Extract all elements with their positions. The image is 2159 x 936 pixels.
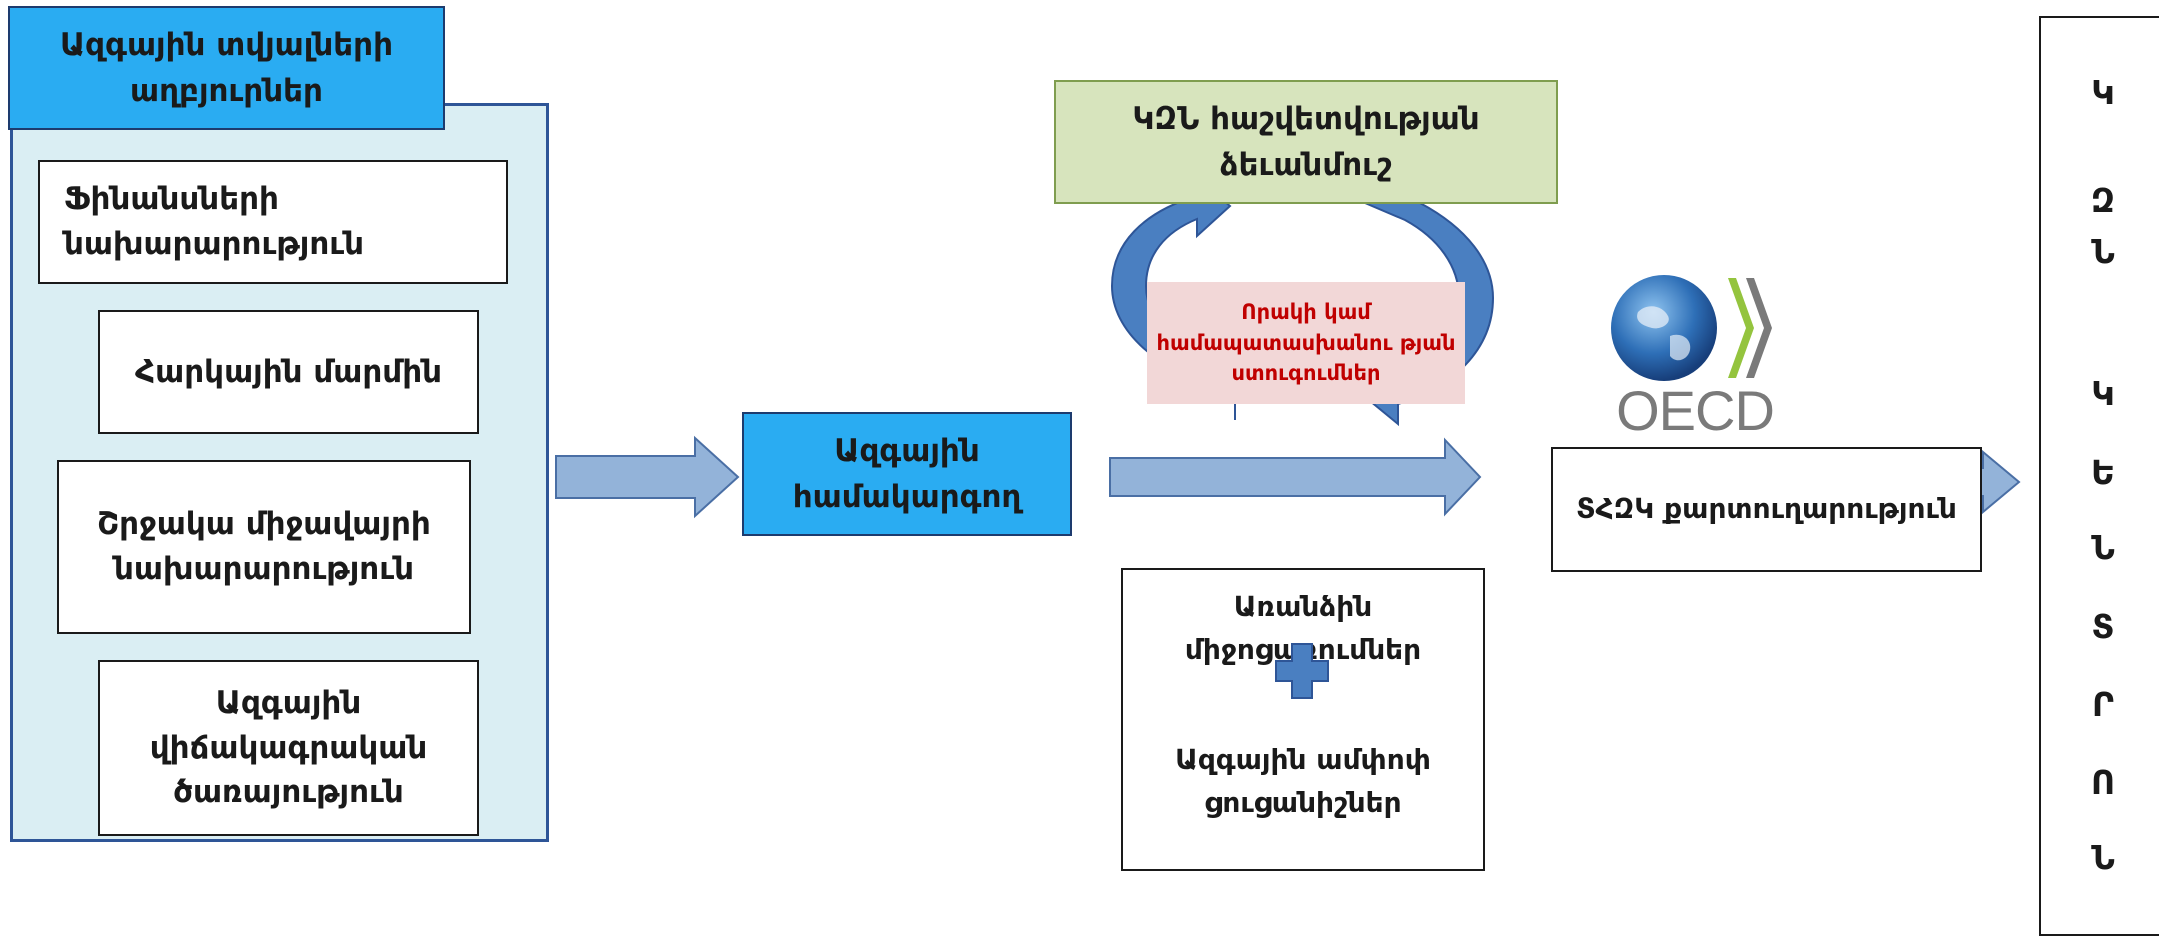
arrow-coordinator-to-oecd (1109, 437, 1482, 517)
center-column (2039, 16, 2159, 936)
source-tax-authority: Հարկային մարմին (98, 310, 479, 434)
quality-checks-box: Որակի կամ համապատասխանու թյան ստուգումնե… (1147, 282, 1465, 404)
oecd-logo-text: OECD (1616, 379, 1775, 442)
inputs-box (1121, 568, 1485, 871)
source-ministry-finance: Ֆինանսների նախարարություն (38, 160, 508, 284)
vertical-letter: Կ (2091, 73, 2115, 112)
vertical-letter: Ն (2091, 838, 2115, 877)
vertical-letter: Ն (2091, 232, 2115, 271)
source-statistical-service: Ազգային վիճակագրական ծառայություն (98, 660, 479, 836)
report-template-box: ԿԶՆ հաշվետվության ձեւանմուշ (1054, 80, 1558, 204)
vertical-letter: Տ (2091, 607, 2115, 646)
oecd-logo (1611, 275, 1772, 381)
oecd-chevron-2 (1746, 278, 1772, 378)
vertical-letter: Ե (2090, 453, 2116, 492)
sources-header: Ազգային տվյալների աղբյուրներ (8, 6, 445, 130)
vertical-letter: Ո (2090, 763, 2116, 802)
vertical-letter: Ր (2092, 685, 2114, 724)
vertical-letter: Կ (2091, 374, 2115, 413)
national-coordinator: Ազգային համակարգող (742, 412, 1072, 536)
plus-icon (1275, 643, 1329, 699)
oecd-secretariat-box: ՏՀԶԿ քարտուղարություն (1551, 447, 1982, 572)
oecd-globe-icon (1611, 275, 1717, 381)
aggregate-indicators-label: Ազգային ամփոփ ցուցանիշներ (1175, 743, 1431, 820)
vertical-letter: Ն (2091, 528, 2115, 567)
oecd-chevron-1 (1728, 278, 1754, 378)
source-ministry-environment: Շրջակա միջավայրի նախարարություն (57, 460, 471, 634)
arrow-sources-to-coordinator (555, 435, 740, 519)
vertical-letter: Զ (2090, 181, 2116, 220)
